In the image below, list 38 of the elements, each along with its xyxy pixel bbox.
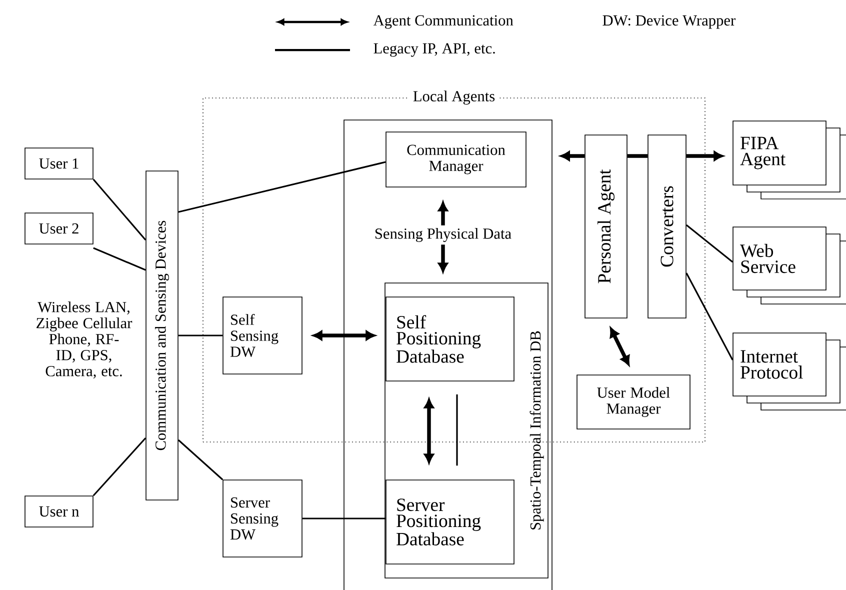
legend-label: Agent Communication [373, 15, 514, 29]
connector-line [93, 247, 146, 271]
agent-bar: Personal Agent [584, 134, 628, 318]
connector-line [92, 178, 146, 241]
database-box: Self Positioning Database [386, 296, 514, 382]
manager-box: User Model Manager [576, 374, 690, 430]
group-title: Local Agents [408, 86, 500, 109]
device-bar: Communication and Sensing Devices [146, 170, 178, 500]
connector-line [178, 334, 223, 336]
arrow [610, 328, 630, 366]
wrapper-box: Self Sensing DW [222, 296, 302, 374]
connector-line [456, 394, 458, 466]
manager-box: Communication Manager [386, 132, 526, 188]
stacked-box: Web Service [732, 226, 846, 304]
converter-bar: Converters [648, 134, 686, 318]
arrow [424, 399, 434, 463]
connector-line [302, 518, 386, 520]
connector-line [686, 272, 734, 360]
connector-line [686, 224, 734, 263]
connector-line [627, 154, 648, 158]
user-box: User 2 [24, 212, 94, 244]
wrapper-box: Server Sensing DW [222, 480, 302, 558]
user-box: User 1 [24, 148, 94, 180]
connector-line [178, 161, 386, 213]
stacked-box: FIPA Agent [732, 120, 846, 200]
arrow [313, 330, 375, 340]
legend-label: Legacy IP, API, etc. [374, 43, 495, 57]
legend-note: DW: Device Wrapper [602, 15, 736, 29]
database-box: Server Positioning Database [386, 480, 514, 564]
connector-line [92, 437, 146, 496]
arrow [560, 151, 585, 161]
user-box: User n [24, 496, 94, 528]
arrow [686, 151, 724, 161]
stacked-box: Internet Protocol [732, 332, 846, 410]
edge-label: Sensing Physical Data [372, 225, 514, 245]
connector-line [178, 439, 224, 480]
arrow [438, 202, 448, 272]
group-title: Spatio-Tempoal Information DB [530, 331, 544, 530]
